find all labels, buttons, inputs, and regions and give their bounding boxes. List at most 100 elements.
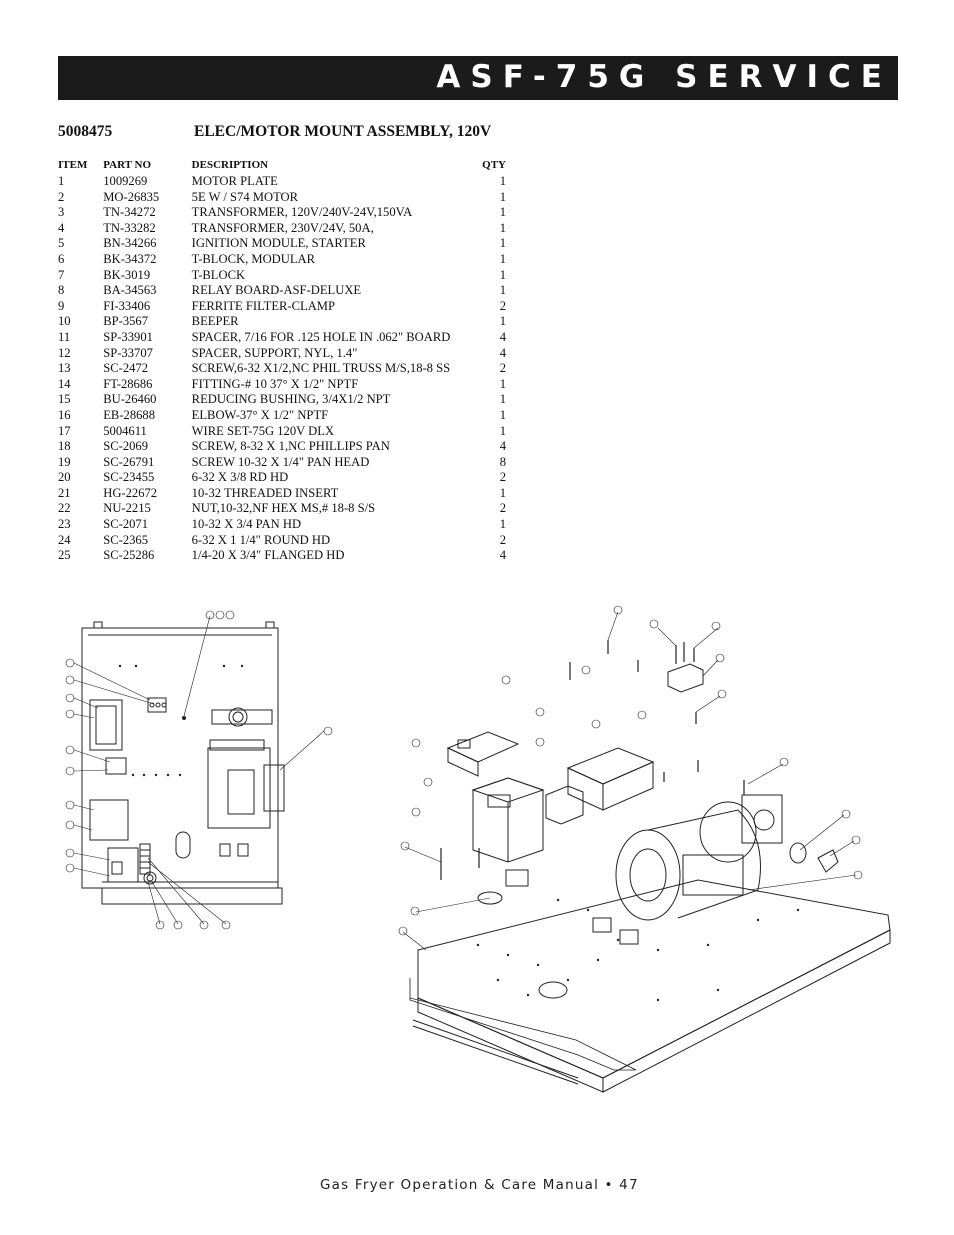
part-number: 5004611 [103, 423, 147, 438]
part-number: BU-26460 [103, 392, 157, 407]
col-part-no: PART NO [103, 159, 152, 172]
part-item: 12 [58, 345, 71, 360]
part-qty: 1 [499, 189, 506, 204]
part-qty: 2 [499, 470, 506, 485]
part-number: 1009269 [103, 174, 148, 188]
part-description: 6-32 X 3/8 RD HD [191, 470, 289, 485]
part-qty: 1 [499, 174, 506, 188]
part-description: IGNITION MODULE, STARTER [191, 236, 366, 251]
part-item: 18 [58, 439, 71, 454]
table-row: 7 BK-3019 T-BLOCK 1 [58, 268, 506, 284]
part-description: ELBOW-37° X 1/2" NPTF [191, 407, 329, 422]
part-number: HG-22672 [103, 485, 158, 500]
front-view-drawing [65, 610, 333, 930]
part-number: SP-33901 [103, 329, 153, 344]
part-item: 7 [58, 267, 65, 282]
part-description: BEEPER [191, 314, 239, 329]
part-qty: 1 [499, 267, 506, 282]
part-number: BN-34266 [103, 236, 157, 251]
part-number: BK-34372 [103, 251, 157, 266]
part-item: 19 [58, 454, 71, 469]
part-qty: 1 [499, 376, 506, 391]
part-qty: 1 [499, 392, 506, 407]
part-qty: 4 [499, 548, 506, 563]
part-description: FERRITE FILTER-CLAMP [191, 298, 335, 313]
part-item: 5 [58, 236, 65, 251]
part-qty: 4 [499, 439, 506, 454]
part-description: 5E W / S74 MOTOR [191, 189, 299, 204]
part-description: SPACER, SUPPORT, NYL, 1.4" [191, 345, 358, 360]
part-description: TRANSFORMER, 230V/24V, 50A, [191, 220, 374, 235]
table-row: 13 SC-2472 SCREW,6-32 X1/2,NC PHIL TRUSS M… [58, 361, 506, 377]
part-qty: 1 [499, 236, 506, 251]
part-number: TN-34272 [103, 205, 156, 220]
part-number: SC-2071 [103, 517, 149, 532]
part-item: 3 [58, 205, 65, 220]
part-item: 1 [58, 174, 65, 188]
part-number: BA-34563 [103, 283, 157, 298]
isometric-view-drawing [398, 605, 891, 1093]
part-description: 6-32 X 1 1/4" ROUND HD [191, 532, 331, 547]
part-item: 9 [58, 298, 65, 313]
col-item: ITEM [58, 159, 88, 172]
part-item: 13 [58, 361, 71, 376]
col-qty: QTY [482, 159, 506, 172]
part-description: SPACER, 7/16 FOR .125 HOLE IN .062" BOAR… [191, 329, 451, 344]
part-number: SC-2069 [103, 439, 149, 454]
part-qty: 1 [499, 283, 506, 298]
part-number: SC-2472 [103, 361, 149, 376]
page-title: ASF-75G SERVICE [436, 59, 892, 95]
part-qty: 2 [499, 532, 506, 547]
part-qty: 1 [499, 251, 506, 266]
part-qty: 2 [499, 361, 506, 376]
part-number: BK-3019 [103, 267, 151, 282]
part-number: SP-33707 [103, 345, 153, 360]
part-description: T-BLOCK [191, 267, 246, 282]
part-description: 1/4-20 X 3/4" FLANGED HD [191, 548, 345, 563]
part-description: SCREW,6-32 X1/2,NC PHIL TRUSS M/S,18-8 S… [191, 361, 451, 376]
part-description: 10-32 X 3/4 PAN HD [191, 517, 302, 532]
part-item: 16 [58, 407, 71, 422]
part-item: 2 [58, 189, 65, 204]
part-description: NUT,10-32,NF HEX MS,# 18-8 S/S [191, 501, 376, 516]
assembly-number: 5008475 [58, 123, 113, 140]
part-item: 21 [58, 485, 71, 500]
part-qty: 1 [499, 205, 506, 220]
part-item: 15 [58, 392, 71, 407]
part-number: SC-2365 [103, 532, 149, 547]
part-item: 14 [58, 376, 71, 391]
part-item: 8 [58, 283, 65, 298]
part-description: RELAY BOARD-ASF-DELUXE [191, 283, 362, 298]
part-qty: 2 [499, 501, 506, 516]
table-row: 24 SC-2365 6-32 X 1 1/4" ROUND HD 2 [58, 533, 506, 549]
table-row: 8 BA-34563 RELAY BOARD-ASF-DELUXE 1 [58, 283, 506, 299]
part-item: 20 [58, 470, 71, 485]
part-item: 4 [58, 220, 65, 235]
table-row: 5 BN-34266 IGNITION MODULE, STARTER 1 [58, 236, 506, 252]
part-number: SC-25286 [103, 548, 155, 563]
part-number: FT-28686 [103, 376, 153, 391]
part-qty: 1 [499, 314, 506, 329]
part-qty: 1 [499, 485, 506, 500]
part-number: TN-33282 [103, 220, 156, 235]
part-description: WIRE SET-75G 120V DLX [191, 423, 335, 438]
part-description: T-BLOCK, MODULAR [191, 251, 316, 266]
part-item: 24 [58, 532, 71, 547]
part-number: BP-3567 [103, 314, 149, 329]
part-qty: 1 [499, 407, 506, 422]
part-qty: 8 [499, 454, 506, 469]
